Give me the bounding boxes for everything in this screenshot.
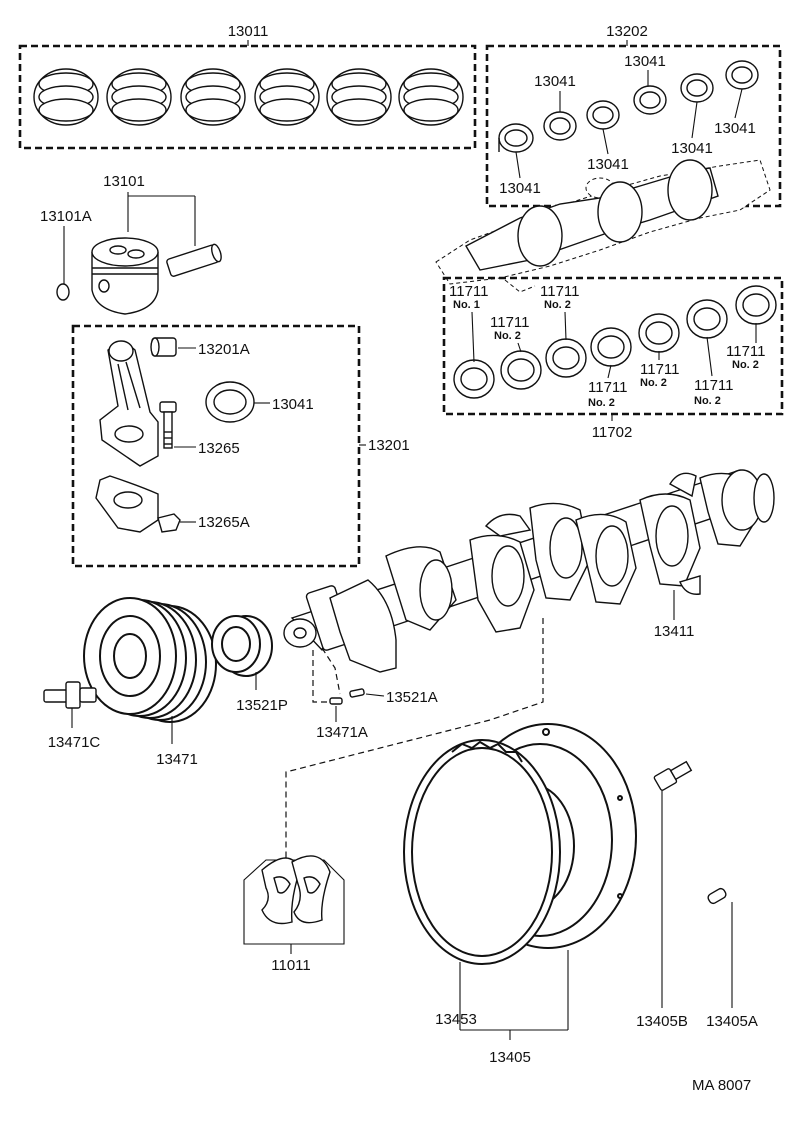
rod-bearing-label-b: 13041 — [624, 53, 666, 70]
rod-bearing-label: 13041 — [272, 396, 314, 413]
crank-pulley-label: 13471 — [156, 751, 198, 768]
timing-gear-label: 13521P — [236, 697, 288, 714]
piston-pin-illustration — [166, 243, 222, 277]
main-bearing-sub-5: No. 2 — [588, 397, 615, 409]
flywheel-bolt-group: 13405B 13405A — [636, 760, 758, 1030]
pulley-bolt-illustration — [43, 681, 97, 709]
main-bearing-sub-6: No. 2 — [640, 377, 667, 389]
piston-group: 13101 13101A — [40, 173, 222, 315]
gear-key-label: 13521A — [386, 689, 438, 706]
timing-gear-group: 13521P — [211, 615, 288, 714]
flywheel-pin-illustration — [707, 887, 727, 905]
rod-bearing-set-group: 13202 13041 13041 13041 13041 13041 1304… — [485, 23, 782, 208]
crankshaft-label: 13411 — [654, 623, 695, 640]
crankshaft-illustration — [283, 469, 775, 673]
timing-gear-illustration — [211, 615, 273, 677]
rod-bushing-illustration — [150, 337, 177, 357]
piston-ring-set-label: 13011 — [228, 23, 269, 40]
piston-clip-label: 13101A — [40, 208, 92, 225]
rod-bearing-set-label: 13202 — [606, 23, 648, 40]
gear-key-illustration — [349, 688, 365, 698]
rod-bearing-label-a: 13041 — [534, 73, 576, 90]
crankshaft-group: 13411 — [283, 469, 775, 673]
connecting-rod-box — [71, 324, 361, 568]
rod-bearing-label-c: 13041 — [714, 120, 756, 137]
main-bearing-sub-1: No. 1 — [453, 299, 480, 311]
main-bearing-shells-illustration — [453, 285, 777, 399]
main-bearing-label-5: 11711 — [588, 379, 628, 396]
main-bearing-set-box — [442, 276, 784, 416]
piston-ring-set-group: 13011 — [18, 23, 477, 150]
thrust-washer-group: 11011 — [243, 855, 345, 974]
rod-bolt-label: 13265 — [198, 440, 240, 457]
crank-pulley-illustration — [83, 597, 217, 723]
rod-bushing-label: 13201A — [198, 341, 250, 358]
main-bearing-set-group: 11711 No. 1 11711 No. 2 11711 No. 2 1171… — [442, 276, 784, 441]
main-bearing-sub-7: No. 2 — [694, 395, 721, 407]
rod-bearing-illustration — [205, 381, 255, 423]
piston-clip-illustration — [56, 283, 70, 301]
rod-bearing-label-e: 13041 — [671, 140, 713, 157]
ring-gear-illustration — [403, 739, 561, 965]
rod-nut-illustration — [157, 513, 181, 533]
pulley-key-label: 13471A — [316, 724, 368, 741]
main-bearing-label-2: 11711 — [540, 283, 580, 300]
thrust-washer-illustration — [261, 855, 331, 925]
piston-ring-set-box — [18, 44, 477, 150]
main-bearing-set-label: 11702 — [592, 424, 633, 441]
ring-gear-label: 13453 — [435, 1011, 477, 1028]
crank-pulley-group: 13471 13471C — [43, 597, 217, 768]
flywheel-bolt-illustration — [653, 760, 693, 791]
rod-nut-label: 13265A — [198, 514, 250, 531]
flywheel-pin-label: 13405A — [706, 1013, 758, 1030]
crankshaft-leader-lines — [285, 618, 544, 860]
thrust-washer-label: 11011 — [271, 957, 311, 974]
flywheel-group: 13453 13405 — [403, 723, 637, 1066]
connecting-rod-illustration — [99, 340, 159, 467]
main-bearing-sub-3: No. 2 — [494, 330, 521, 342]
rod-bearing-label-f: 13041 — [499, 180, 541, 197]
piston-rings-illustration — [33, 68, 464, 126]
piston-label: 13101 — [103, 173, 145, 190]
rod-bearing-shells-illustration — [498, 60, 759, 153]
main-bearing-sub-2: No. 2 — [544, 299, 571, 311]
keys-group: 13521A 13471A — [316, 688, 438, 741]
connecting-rod-group: 13201 13201A 13041 13265 — [71, 324, 410, 568]
rod-bearing-label-d: 13041 — [587, 156, 629, 173]
main-bearing-label-6: 11711 — [640, 361, 680, 378]
main-bearing-label-1: 11711 — [449, 283, 489, 300]
flywheel-label: 13405 — [489, 1049, 531, 1066]
rod-bolt-illustration — [159, 401, 177, 449]
main-bearing-label-3: 11711 — [490, 314, 530, 331]
rod-cap-illustration — [95, 475, 159, 533]
main-bearing-label-7: 11711 — [694, 377, 734, 394]
piston-illustration — [91, 237, 159, 315]
figure-code: MA 8007 — [692, 1077, 751, 1094]
pulley-key-illustration — [329, 697, 343, 705]
pulley-bolt-label: 13471C — [48, 734, 101, 751]
main-bearing-label-4: 11711 — [726, 343, 766, 360]
main-bearing-sub-4: No. 2 — [732, 359, 759, 371]
ghost-crankshaft-illustration — [435, 159, 771, 293]
connecting-rod-label: 13201 — [368, 437, 410, 454]
flywheel-bolt-label: 13405B — [636, 1013, 688, 1030]
